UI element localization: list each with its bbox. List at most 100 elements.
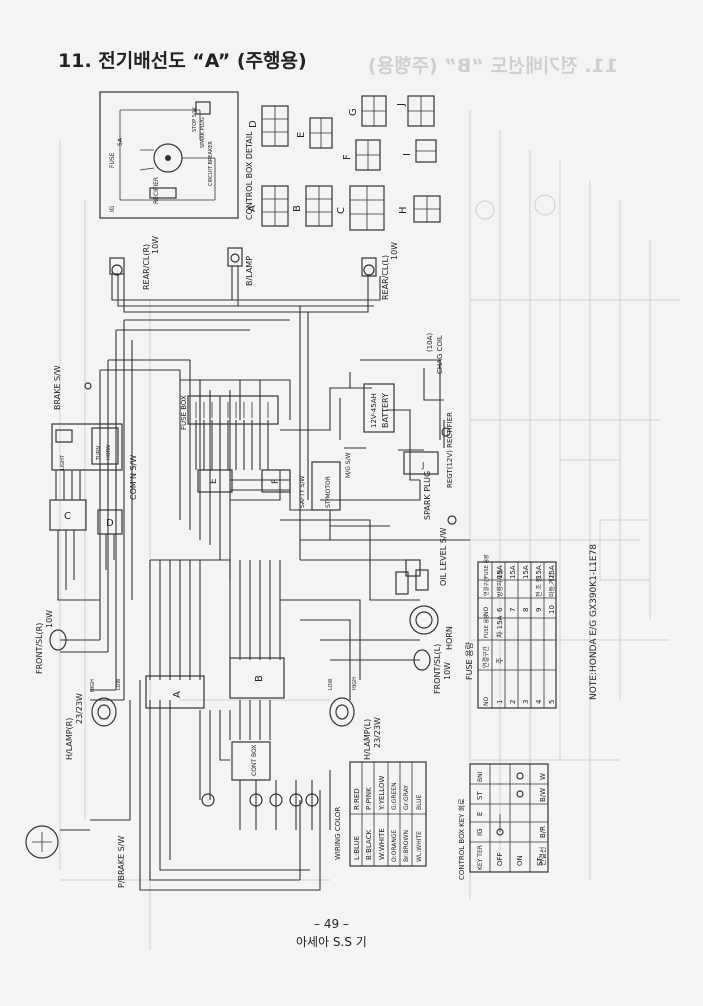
connector-a-label: A: [247, 205, 258, 212]
fuse-box: FUSE BOX: [180, 395, 279, 430]
fuse-r2-5: 15A: [522, 565, 530, 579]
fuse-h-2: FUSE 용량: [483, 614, 490, 638]
connector-d-label: D: [248, 120, 259, 128]
battery-label: BATTERY: [381, 393, 390, 428]
h-lamp-r: H/LAMP(R) 23/23W HIGH LOW: [65, 678, 122, 760]
connector-f-label: F: [342, 154, 353, 160]
fuse-r0-4: 방향지시등: [496, 569, 504, 597]
recifier-label: RECIFIER: [153, 177, 160, 204]
fuse-r2-0: 3: [522, 700, 530, 704]
light-label: LIGHT: [60, 454, 66, 470]
fuse-r4-3: 10: [548, 605, 556, 614]
fuse-h-4: 연결구간: [483, 577, 490, 596]
fuse-r3-0: 4: [535, 699, 543, 704]
ebl-box: [395, 571, 409, 595]
note-label: NOTE:HONDA E/G GX390K1-L1E78: [589, 544, 599, 700]
fuse-table-title: FUSE 용량: [464, 642, 474, 680]
wc-4-1: Gr:GRAY: [403, 785, 410, 810]
fuse-h-1: 연결구간: [482, 645, 490, 668]
key-r2-0: ST: [536, 857, 544, 866]
front-sl-l: FRONT/SL(L) 10W: [413, 644, 452, 694]
b-lamp-label: B/LAMP: [245, 256, 254, 286]
oil-level-sw-icon: [405, 559, 421, 577]
key-h-1: IG: [476, 829, 484, 837]
h-lamp-r-label: H/LAMP(R): [65, 718, 74, 760]
ghost-title: 11. 전기배선도 “B” (주행용): [368, 55, 618, 77]
harness-connector-f: [261, 469, 291, 493]
connector-e-label: E: [296, 132, 307, 138]
h-lamp-l-high: HIGH: [352, 677, 358, 690]
rear-cl-r-watt: 10W: [151, 236, 160, 254]
chag-coil-terminal: [441, 427, 451, 437]
fuse-r3-4: 전 조 등: [535, 576, 543, 597]
fuse-r1-5: 15A: [509, 565, 517, 579]
comb-sw-label: COM'N S/W: [129, 455, 138, 500]
rear-cl-l-watt: 10W: [390, 242, 399, 260]
control-box-detail: CONTROL BOX DETAIL FUSE 5A STOP S/W SPAR…: [99, 91, 254, 220]
wc-0-1: R:RED: [353, 788, 361, 810]
fuse-r0-3: 6: [496, 607, 504, 612]
h-lamp-l: H/LAMP(L) 23/23W LOW HIGH: [328, 677, 382, 760]
fuse-r1-0: 2: [509, 700, 517, 704]
rear-cl-l-label: REAR/CL(L): [381, 255, 390, 300]
ig-label: IG: [109, 205, 116, 212]
key-r1-0: ON: [516, 855, 524, 866]
fuse-r4-4: 미등,계기: [548, 573, 556, 597]
fuse-box-label: FUSE BOX: [180, 395, 188, 430]
harness-connector-e-label: E: [209, 478, 219, 484]
brake-sw-icon: [84, 382, 92, 390]
spark-plug-icon: [447, 515, 457, 525]
mg-sw-label: M/G S/W: [345, 452, 352, 478]
cont-box: CONT BOX: [231, 741, 271, 781]
gauge-lamps: [201, 793, 319, 807]
wc-5-1: BLUE: [416, 794, 423, 810]
fuse-r0-1: 주: [496, 657, 504, 664]
p-brake-sw: P/BRAKE S/W: [25, 825, 126, 888]
main-connector-b-label: B: [254, 675, 265, 682]
fuse-amp-label: 5A: [117, 137, 124, 146]
main-connector-a: [145, 675, 205, 709]
oil-level-sw-label: OIL LEVEL S/W: [439, 528, 448, 586]
wiring-color-title: WIRING COLOR: [334, 807, 342, 860]
connector-h-label: H: [398, 206, 409, 214]
front-sl-r-label: FRONT/SL(R): [35, 623, 44, 674]
wc-1-1: P:PINK: [365, 787, 373, 810]
circuit-breaker-label: CIRCUIT BREAKER: [208, 141, 214, 186]
wc-5-0: WL:WHITE: [416, 831, 423, 862]
fuse-h-5: FUSE 용량: [483, 554, 490, 578]
harness-connector-c-label: C: [64, 511, 71, 522]
fuse-r3-5: 15A: [535, 565, 543, 579]
h-lamp-r-high: HIGH: [90, 679, 96, 692]
h-lamp-l-low: LOW: [328, 678, 334, 690]
key-r3-4: W: [539, 773, 547, 780]
lamp-box: [415, 569, 429, 591]
fuse-r3-3: 9: [535, 608, 543, 612]
fuse-r0-5: 15A: [496, 565, 504, 579]
rear-cl-r-label: REAR/CL(R): [142, 244, 151, 290]
wc-0-0: L:BLUE: [353, 836, 361, 860]
key-h-2: E: [476, 812, 484, 816]
horn: HORN: [409, 605, 454, 650]
footer-caption: 아세아 S.S 기: [296, 935, 367, 949]
wc-2-0: W:WHITE: [378, 828, 386, 860]
connector-b-label: B: [292, 205, 303, 212]
fuse-r0-2: 차 15A: [495, 615, 504, 638]
control-box-detail-label: CONTROL BOX DETAIL: [245, 131, 254, 220]
front-sl-l-watt: 10W: [443, 662, 452, 680]
stop-sw-label: STOP S/W: [192, 107, 198, 132]
main-connector-a-label: A: [172, 691, 183, 698]
spark-plug-label: SPARK PLUG: [423, 471, 432, 520]
reg-rectifier: J REGT(12V) RECTIFIER: [403, 412, 454, 488]
harness-connector-d-label: D: [106, 518, 114, 529]
fuse-r2-3: 8: [522, 608, 530, 612]
battery: BATTERY 12V-45AH: [363, 383, 395, 433]
fuse-label: FUSE: [109, 152, 116, 168]
chag-coil-label: CHAG COIL: [436, 335, 444, 374]
p-brake-sw-label: P/BRAKE S/W: [117, 836, 126, 888]
horn-label: HORN: [445, 626, 454, 650]
fuse-r0-0: 1: [496, 700, 504, 704]
main-connector-b: [229, 657, 285, 699]
wc-1-0: B:BLACK: [365, 829, 373, 860]
st-motor-label: ST/MOTOR: [325, 476, 332, 508]
